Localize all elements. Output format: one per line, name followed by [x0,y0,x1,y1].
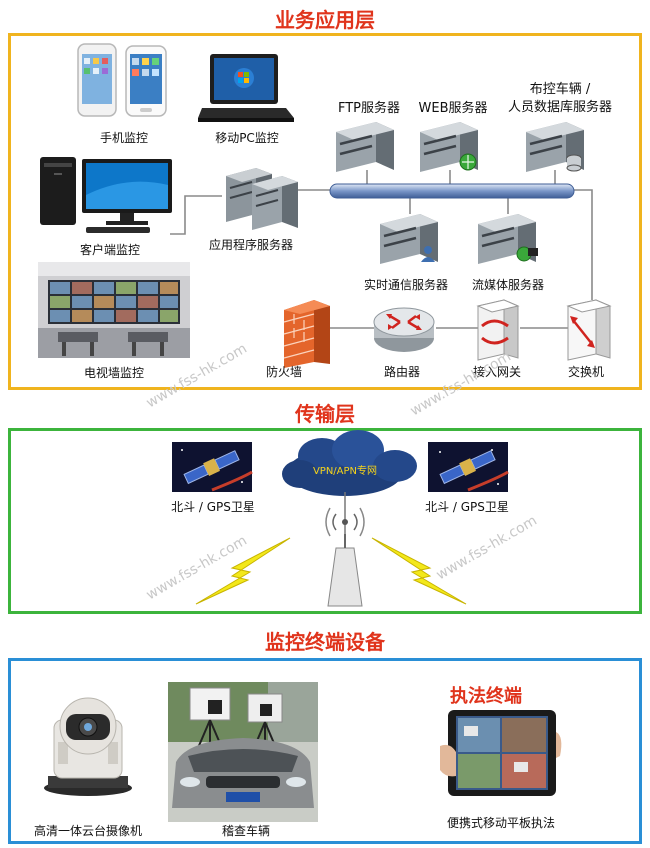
db-label-line2: 人员数据库服务器 [507,100,612,115]
business-layer-title: 业务应用层 [275,8,375,32]
vehicle-image [168,682,318,822]
client-label: 客户端监控 [79,243,140,257]
stream-label: 流媒体服务器 [471,278,544,292]
tower-icon [325,507,365,607]
switch-icon [566,299,612,361]
app-server-label: 应用程序服务器 [208,238,293,252]
stream-server-icon [478,214,538,264]
transport-links [195,430,467,607]
terminal-layer-title: 监控终端设备 [265,630,385,654]
ftp-label: FTP服务器 [337,101,401,116]
satellite-left-label: 北斗 / GPS卫星 [171,500,255,514]
enforcement-title: 执法终端 [450,686,522,707]
laptop-icon [198,54,294,122]
tablet-label: 便携式移动平板执法 [446,816,555,830]
satellite-left-image [172,442,253,492]
db-server-icon [526,122,584,172]
db-label-line1: 布控车辆 / [529,82,591,97]
app-server-icon [226,168,298,230]
ptz-camera-icon [44,697,132,796]
phone-icon [77,43,167,117]
ftp-server-icon [336,122,394,172]
firewall-icon [283,300,330,368]
right-lightning-icon [371,537,467,605]
tablet-image [440,710,562,796]
firewall-label: 防火墙 [265,365,302,379]
ptz-label: 高清一体云台摄像机 [33,824,142,838]
videowall-label: 电视墙监控 [83,366,144,380]
desktop-client-icon [40,157,172,233]
business-layer-box [8,33,642,390]
gateway-icon [476,299,520,361]
router-icon [373,307,435,352]
left-lightning-icon [195,537,291,605]
gateway-label: 接入网关 [472,365,521,379]
business-network-lines [170,170,593,329]
switch-label: 交换机 [567,365,604,379]
router-label: 路由器 [383,365,420,379]
terminal-layer-box [8,658,642,844]
satellite-right-label: 北斗 / GPS卫星 [425,500,509,514]
cloud-icon [282,430,417,496]
phone-label: 手机监控 [99,131,148,145]
transport-layer-title: 传输层 [295,402,355,426]
comm-server-icon [380,214,438,264]
vehicle-label: 稽查车辆 [221,824,270,838]
comm-label: 实时通信服务器 [363,278,448,292]
laptop-label: 移动PC监控 [215,131,279,145]
vpn-label: VPN/APN专网 [312,466,378,477]
transport-layer-box [8,428,642,614]
satellite-right-image [428,442,509,492]
web-label: WEB服务器 [418,101,488,116]
videowall-image [38,262,190,358]
web-server-icon [420,122,478,172]
